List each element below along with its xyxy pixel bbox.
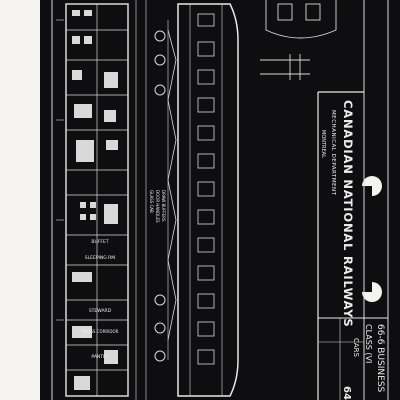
hole-bridge [360,186,372,292]
number-group: 64 [341,386,352,400]
car-class: CLASS (VI [364,324,373,363]
legend: GLASS CAB DOOR HANDLES DRAW BUFFERS [149,190,166,223]
car-class-group: 66-6 BUSINESS [375,324,385,393]
floor-plan: BUFFET SLEEPING RM STEWARD CROSS CORRIDO… [65,3,129,397]
legend-item-1: GLASS CAB [149,190,154,213]
drawing-number: 64 [341,386,352,400]
end-view [260,0,337,80]
car-class-group-2: CLASS (VI [364,324,373,363]
railway-name: CANADIAN NATIONAL RAILWAYS [341,100,355,327]
label-buffet: BUFFET [91,239,108,245]
department: MECHANICAL DEPARTMENT [330,110,336,196]
label-cross-corridor: CROSS CORRIDOR [82,329,119,334]
department-group: MECHANICAL DEPARTMENT [330,110,336,196]
label-pantry: PANTRY [91,354,108,360]
car-type: 66-6 BUSINESS [375,324,385,393]
label-steward: STEWARD [89,308,112,314]
legend-item-3: DRAW BUFFERS [161,190,166,222]
legend-item-2: DOOR HANDLES [155,190,160,223]
title-text-group: CANADIAN NATIONAL RAILWAYS [341,100,355,327]
dimension-lines [56,0,147,400]
border-lines [51,0,389,400]
side-elevation [154,3,239,397]
city-group: MONTREAL [320,130,326,158]
car-class-group-3: CARS [352,338,360,358]
city: MONTREAL [320,130,326,158]
car-label: CARS [352,338,360,358]
title-block [317,91,388,400]
label-sleeping-room: SLEEPING RM [85,255,116,261]
